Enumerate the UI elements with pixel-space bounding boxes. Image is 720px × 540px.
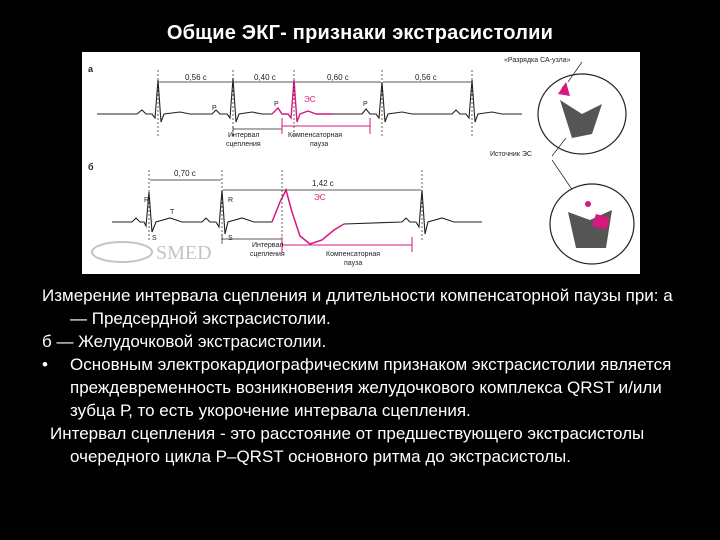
bullet-item: • Основным электрокардиографическим приз… xyxy=(42,353,692,422)
paragraph-ventricular: б — Желудочковой экстрасистолии. xyxy=(42,332,327,351)
paragraph-coupling-definition: Интервал сцепления - это расстояние от п… xyxy=(50,424,645,466)
a-interval-4: 0,56 с xyxy=(415,73,437,82)
panel-b-label: б xyxy=(88,162,94,172)
interval-arrows-b xyxy=(150,179,421,191)
ecg-trace-a-es xyxy=(271,79,332,123)
ecg-trace-b xyxy=(112,189,272,235)
interval-markers-b xyxy=(148,170,423,242)
heart-diagram-bottom xyxy=(549,183,635,265)
smed-watermark: SMED xyxy=(91,241,212,264)
a-wave-p2: Р xyxy=(274,101,279,108)
paragraph-measurement: Измерение интервала сцепления и длительн… xyxy=(42,286,673,328)
bullet-text: Основным электрокардиографическим призна… xyxy=(70,355,672,420)
heart-diagram-top xyxy=(537,61,627,155)
source-pointer xyxy=(551,137,567,157)
ecg-figure: а б 0,56 с 0,40 с 0,60 с 0,56 с Р Р Р ЭС xyxy=(82,52,640,274)
b-interval-2: 1,42 с xyxy=(312,179,334,188)
compensatory-bracket-a xyxy=(281,118,371,134)
ecg-trace-b-es xyxy=(271,187,345,245)
source-label: Источник ЭС xyxy=(490,151,532,158)
a-coupling-label-2: сцепления xyxy=(226,141,261,148)
b-coupling-label-1: Интервал xyxy=(252,242,283,249)
a-wave-p3: Р xyxy=(363,101,368,108)
top-right-label: «Разрядка СА-узла» xyxy=(504,57,571,64)
svg-text:SMED: SMED xyxy=(156,242,212,264)
ecg-diagram: а б 0,56 с 0,40 с 0,60 с 0,56 с Р Р Р ЭС xyxy=(88,57,635,267)
a-comp-label-2: пауза xyxy=(310,141,328,148)
b-comp-label-1: Компенсаторная xyxy=(326,251,380,258)
b-wave-r1: R xyxy=(144,197,149,204)
b-wave-t: T xyxy=(170,209,175,216)
compensatory-bracket-b xyxy=(281,237,413,252)
a-es-label: ЭС xyxy=(304,95,316,104)
a-interval-2: 0,40 с xyxy=(254,73,276,82)
b-wave-s2: S xyxy=(228,235,233,242)
panel-a-label: а xyxy=(88,64,94,74)
body-text: Измерение интервала сцепления и длительн… xyxy=(42,284,692,468)
ecg-trace-a xyxy=(97,77,272,123)
slide-title: Общие ЭКГ- признаки экстрасистолии xyxy=(166,22,554,44)
a-interval-1: 0,56 с xyxy=(185,73,207,82)
ecg-trace-a-tail xyxy=(332,79,522,123)
b-wave-r2: R xyxy=(228,197,233,204)
b-interval-1: 0,70 с xyxy=(174,169,196,178)
a-coupling-label-1: Интервал xyxy=(228,132,259,139)
a-interval-3: 0,60 с xyxy=(327,73,349,82)
coupling-bracket-a xyxy=(232,126,282,132)
b-coupling-label-2: сцепления xyxy=(250,251,285,258)
b-es-label: ЭС xyxy=(314,193,326,202)
b-wave-s1: S xyxy=(152,235,157,242)
b-comp-label-2: пауза xyxy=(344,260,362,267)
bullet-icon: • xyxy=(42,355,48,374)
ecg-trace-b-tail xyxy=(343,189,482,235)
a-comp-label-1: Компенсаторная xyxy=(288,132,342,139)
a-wave-p1: Р xyxy=(212,105,217,112)
coupling-bracket-b xyxy=(221,234,282,244)
